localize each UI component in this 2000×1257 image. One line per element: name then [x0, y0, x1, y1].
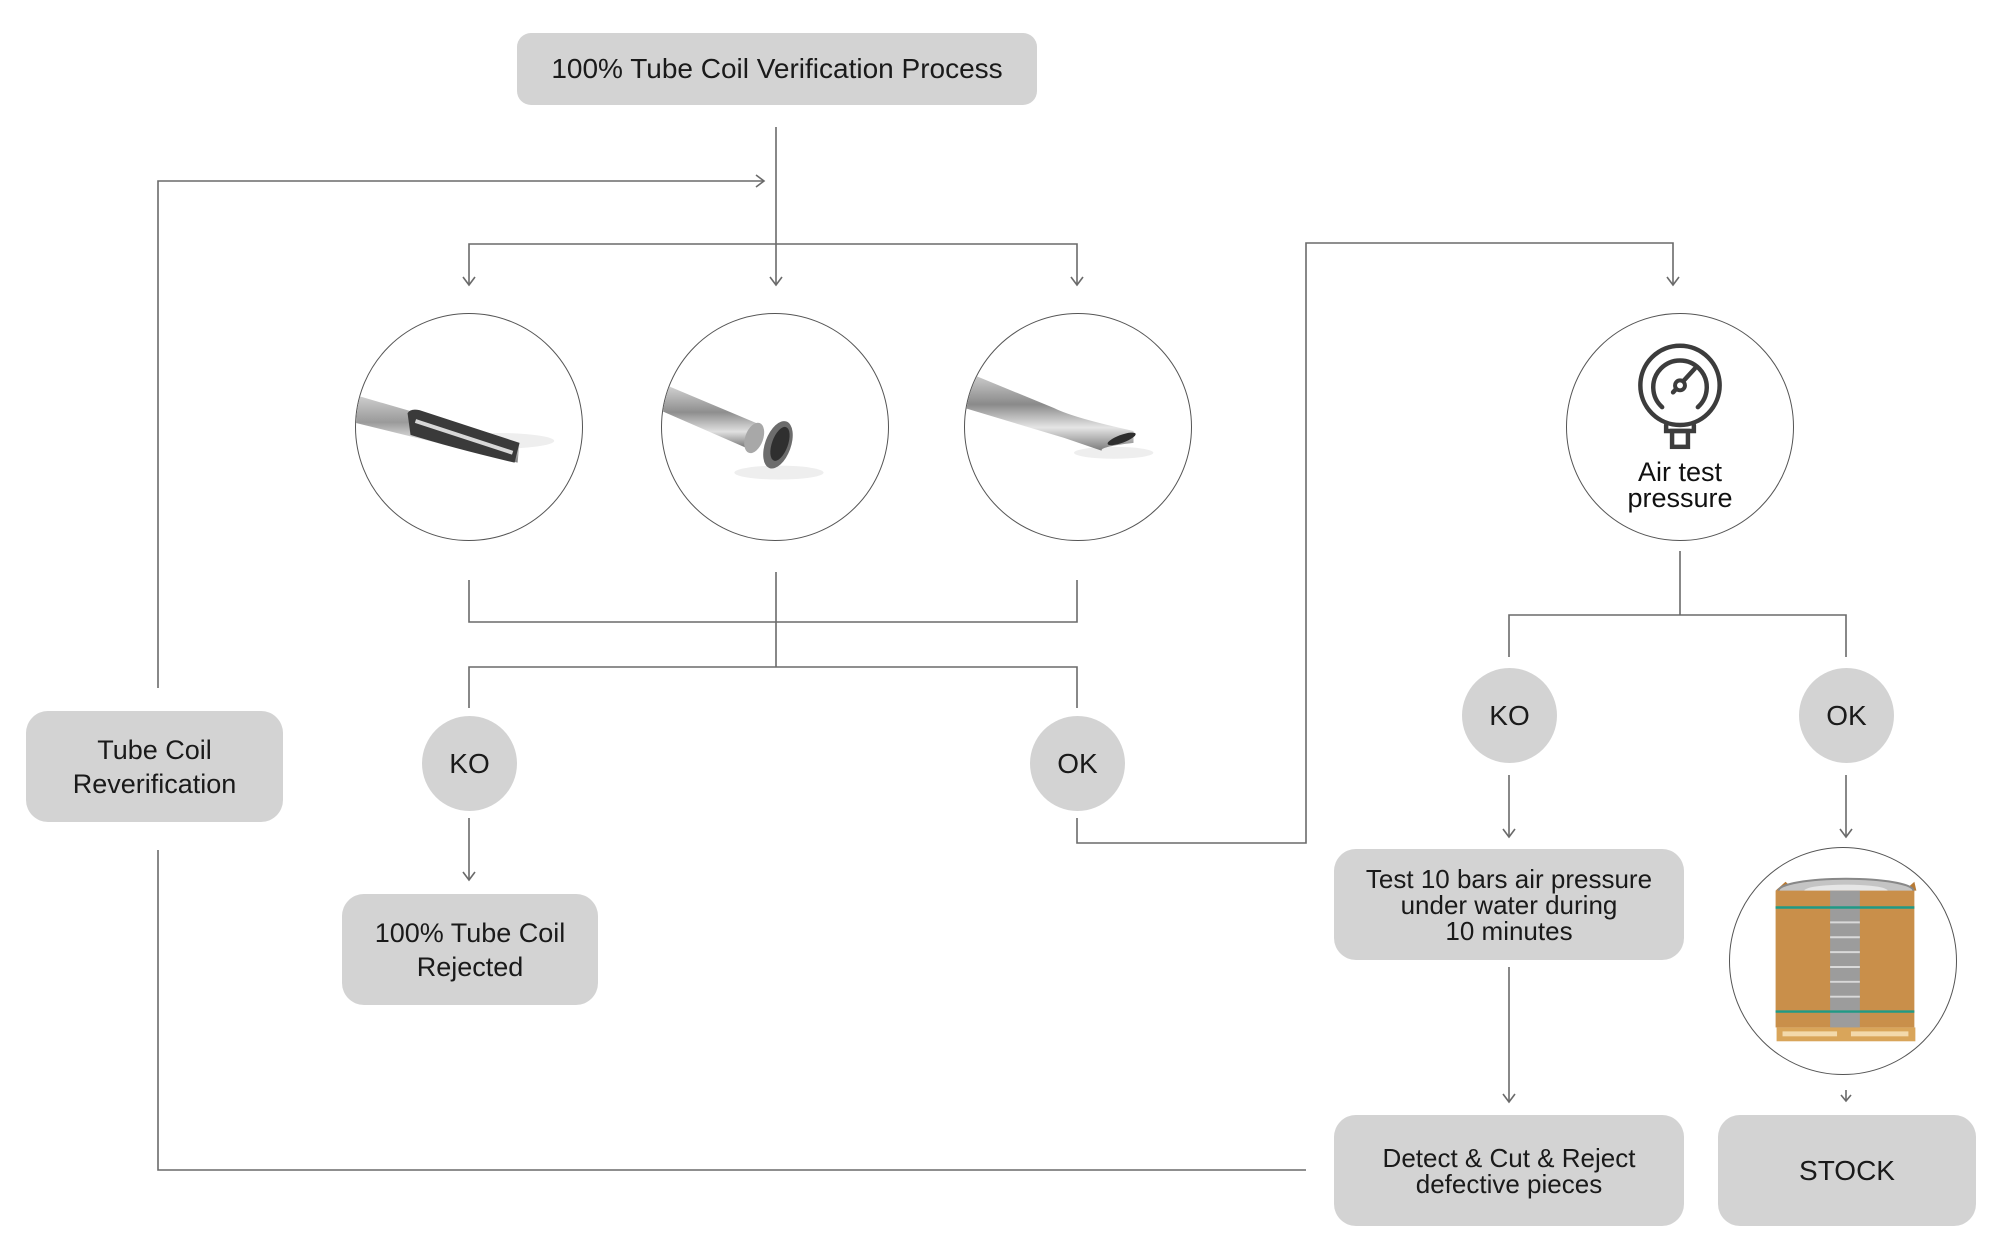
ok-badge-second: OK	[1799, 668, 1894, 763]
air-test-circle: Air test pressure	[1566, 313, 1794, 541]
air-test-line2: pressure	[1627, 483, 1733, 513]
test-line3: 10 minutes	[1445, 915, 1573, 946]
rejected-box: 100% Tube Coil Rejected	[342, 894, 598, 1005]
air-test-line1: Air test	[1637, 457, 1723, 487]
connector-detect-reverify	[157, 850, 1306, 1171]
tube-flared-photo	[661, 313, 889, 541]
arrowhead-stock-image	[1839, 828, 1853, 839]
process-title-box: 100% Tube Coil Verification Process	[517, 33, 1037, 105]
tube-slotted-photo	[355, 313, 583, 541]
arrowhead-airtest	[1666, 276, 1680, 287]
ko-badge-second: KO	[1462, 668, 1557, 763]
arrowhead-inspect-2	[769, 276, 783, 287]
arrowhead-stock	[1840, 1094, 1852, 1103]
ok-label-second: OK	[1826, 699, 1867, 731]
detect-line2: defective pieces	[1415, 1168, 1603, 1199]
test-line1: Test 10 bars air pressure	[1365, 863, 1653, 894]
air-pressure-test-box: Test 10 bars air pressure under water du…	[1334, 849, 1684, 960]
ok-badge-first: OK	[1030, 716, 1125, 811]
connector-split-result	[468, 666, 1078, 708]
reverification-box: Tube Coil Reverification	[26, 711, 283, 822]
ko-label-second: KO	[1489, 699, 1530, 731]
reverification-line2: Reverification	[72, 768, 237, 799]
detect-cut-reject-box: Detect & Cut & Reject defective pieces	[1334, 1115, 1684, 1226]
arrowhead-test	[1502, 828, 1516, 839]
pressure-gauge-icon	[1638, 343, 1722, 450]
connector-merge-inspections	[468, 580, 1078, 623]
stock-box: STOCK	[1718, 1115, 1976, 1226]
arrowhead-inspect-1	[462, 276, 476, 287]
rejected-line2: Rejected	[416, 951, 524, 982]
packed-coil-pallet-photo	[1729, 847, 1957, 1075]
arrowhead-detect	[1502, 1093, 1516, 1104]
tube-flattened-photo	[964, 313, 1192, 541]
arrowhead-inspect-3	[1070, 276, 1084, 287]
process-title: 100% Tube Coil Verification Process	[551, 53, 1003, 84]
arrowhead-rejected	[462, 871, 476, 882]
ko-label-first: KO	[449, 747, 490, 779]
ok-label-first: OK	[1057, 747, 1098, 779]
connector-branch-inspections	[468, 243, 1078, 285]
stock-label: STOCK	[1799, 1154, 1895, 1186]
reverification-line1: Tube Coil	[97, 734, 212, 765]
detect-line1: Detect & Cut & Reject	[1382, 1142, 1636, 1173]
connector-airtest-split	[1508, 614, 1847, 657]
arrowhead-reverify	[755, 174, 766, 188]
connector-ok-airtest	[1076, 242, 1674, 844]
rejected-line1: 100% Tube Coil	[374, 917, 566, 948]
connector-reverify-up	[157, 180, 763, 688]
ko-badge-first: KO	[422, 716, 517, 811]
test-line2: under water during	[1400, 889, 1618, 920]
